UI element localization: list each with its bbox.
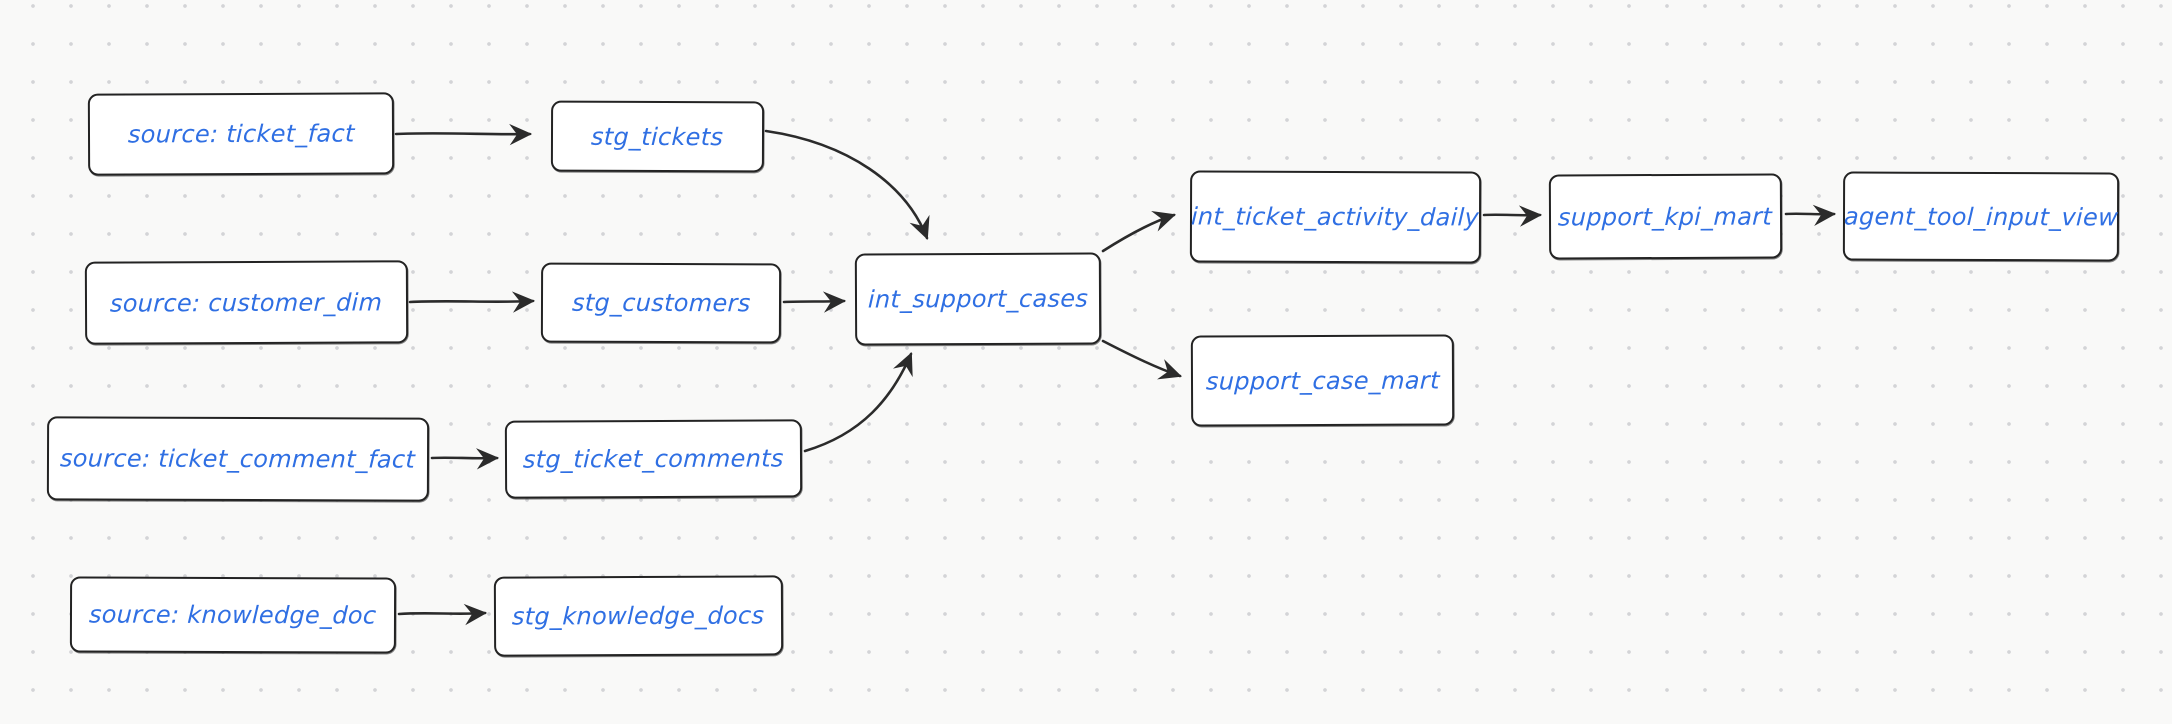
node-label: support_kpi_mart — [1558, 202, 1773, 231]
node-source-customer-dim[interactable]: source: customer_dim — [84, 260, 409, 345]
node-source-ticket-fact[interactable]: source: ticket_fact — [87, 92, 395, 176]
node-agent-tool-input-view[interactable]: agent_tool_input_view — [1842, 171, 2120, 262]
node-label: source: customer_dim — [109, 287, 384, 318]
edge-source-customer-dim-to-stg-customers[interactable] — [408, 291, 536, 313]
edge-source-ticket-comment-fact-to-stg-ticket-comments[interactable] — [430, 448, 500, 470]
edge-support-kpi-mart-to-agent-tool-input-view[interactable] — [1784, 204, 1837, 227]
node-label: source: knowledge_doc — [88, 600, 378, 630]
node-label: int_ticket_activity_daily — [1190, 202, 1481, 232]
node-label: stg_ticket_comments — [522, 444, 785, 474]
edge-stg-customers-to-int-support-cases[interactable] — [782, 291, 847, 313]
node-source-ticket-comment-fact[interactable]: source: ticket_comment_fact — [46, 416, 430, 502]
node-support-kpi-mart[interactable]: support_kpi_mart — [1548, 173, 1783, 260]
node-support-case-mart[interactable]: support_case_mart — [1190, 334, 1455, 427]
edge-source-knowledge-doc-to-stg-knowledge-docs[interactable] — [397, 603, 488, 626]
node-label: support_case_mart — [1205, 365, 1440, 396]
node-int-support-cases[interactable]: int_support_cases — [854, 252, 1102, 346]
edge-stg-tickets-to-int-support-cases[interactable] — [764, 129, 930, 240]
node-label: source: ticket_fact — [127, 119, 355, 149]
edge-source-ticket-fact-to-stg-tickets[interactable] — [394, 123, 533, 146]
node-stg-ticket-comments[interactable]: stg_ticket_comments — [504, 419, 803, 499]
node-int-ticket-activity-daily[interactable]: int_ticket_activity_daily — [1189, 170, 1482, 264]
node-label: stg_tickets — [590, 122, 725, 151]
node-label: int_support_cases — [867, 284, 1089, 314]
edge-int-ticket-activity-daily-to-support-kpi-mart[interactable] — [1482, 205, 1543, 227]
edge-int-support-cases-to-int-ticket-activity-daily[interactable] — [1101, 211, 1176, 253]
edge-stg-ticket-comments-to-int-support-cases[interactable] — [803, 352, 913, 453]
node-label: stg_customers — [571, 288, 751, 318]
node-source-knowledge-doc[interactable]: source: knowledge_doc — [69, 576, 397, 654]
node-stg-customers[interactable]: stg_customers — [540, 262, 782, 344]
node-stg-knowledge-docs[interactable]: stg_knowledge_docs — [493, 575, 784, 657]
node-label: stg_knowledge_docs — [511, 601, 766, 631]
edge-int-support-cases-to-support-case-mart[interactable] — [1101, 339, 1182, 380]
node-label: agent_tool_input_view — [1843, 202, 2119, 231]
node-stg-tickets[interactable]: stg_tickets — [550, 100, 765, 173]
node-label: source: ticket_comment_fact — [59, 444, 417, 474]
